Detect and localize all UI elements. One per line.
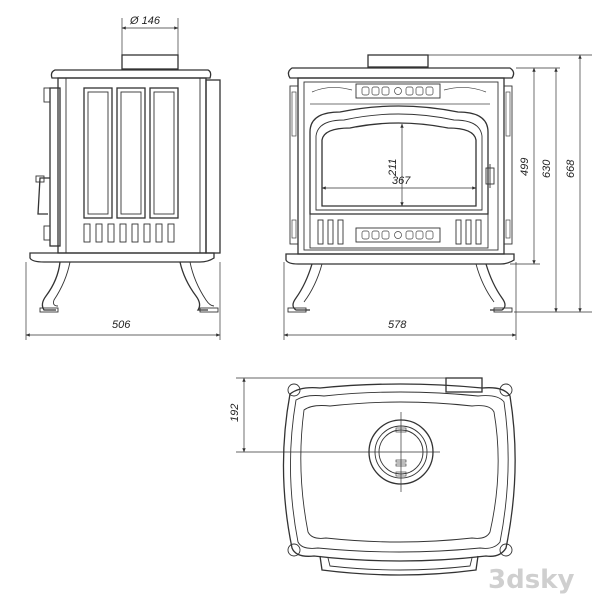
- height-door-label: 499: [519, 158, 531, 176]
- height-top-label: 630: [541, 159, 553, 178]
- front-top-plate: [287, 67, 515, 79]
- top-outer-outline: [282, 383, 516, 562]
- flue-offset-label: 192: [229, 404, 241, 422]
- side-base: [29, 252, 215, 263]
- side-door-edge: [49, 87, 61, 247]
- front-view: 211 367 578: [283, 54, 592, 340]
- side-top-plate: [50, 69, 212, 79]
- side-vents: [83, 223, 175, 243]
- side-panel-3: [149, 87, 179, 219]
- front-ash-box: [309, 213, 489, 249]
- front-top-grille: [355, 83, 441, 99]
- side-flue-pipe: [121, 54, 179, 70]
- front-glass-window: [321, 122, 477, 207]
- side-panel-2: [116, 87, 146, 219]
- window-width-label: 367: [392, 175, 411, 187]
- flue-diameter-label: Ø 146: [129, 15, 161, 27]
- top-view: 192: [229, 377, 516, 576]
- front-flue-pipe: [367, 54, 429, 68]
- front-width-label: 578: [388, 319, 407, 331]
- side-leg-left: [41, 261, 61, 311]
- watermark-logo: 3dsky: [488, 565, 574, 595]
- side-leg-right: [179, 261, 208, 311]
- window-height-label: 211: [387, 158, 399, 177]
- front-base: [285, 253, 515, 265]
- side-rear-box: [205, 79, 221, 254]
- front-leg-right: [485, 263, 506, 311]
- height-total-label: 668: [565, 159, 577, 178]
- top-corner-knobs: [287, 383, 513, 557]
- front-door-frame: [309, 105, 489, 215]
- front-leg-left: [292, 263, 313, 311]
- top-front-lip: [319, 555, 479, 576]
- side-panel-1: [83, 87, 113, 219]
- side-door-handle: [37, 177, 50, 215]
- side-view: Ø 146 506: [25, 15, 221, 340]
- front-lower-grille: [355, 227, 441, 243]
- side-depth-label: 506: [112, 319, 131, 331]
